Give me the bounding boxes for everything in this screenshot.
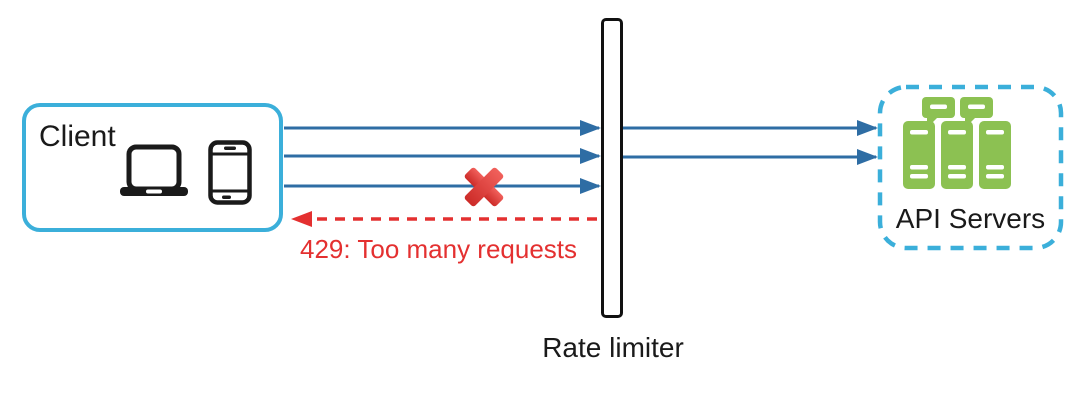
rejection-message: 429: Too many requests [300,234,578,264]
rate-limiter-bar [601,18,623,318]
smartphone-icon [208,140,252,205]
api-servers-label: API Servers [895,203,1046,234]
blocked-x-icon [464,167,504,207]
server-cluster-icon [903,97,1011,189]
client-label: Client [39,120,116,153]
rate-limiter-label: Rate limiter [542,332,684,363]
client-box: Client [22,103,283,232]
laptop-icon [120,144,188,196]
